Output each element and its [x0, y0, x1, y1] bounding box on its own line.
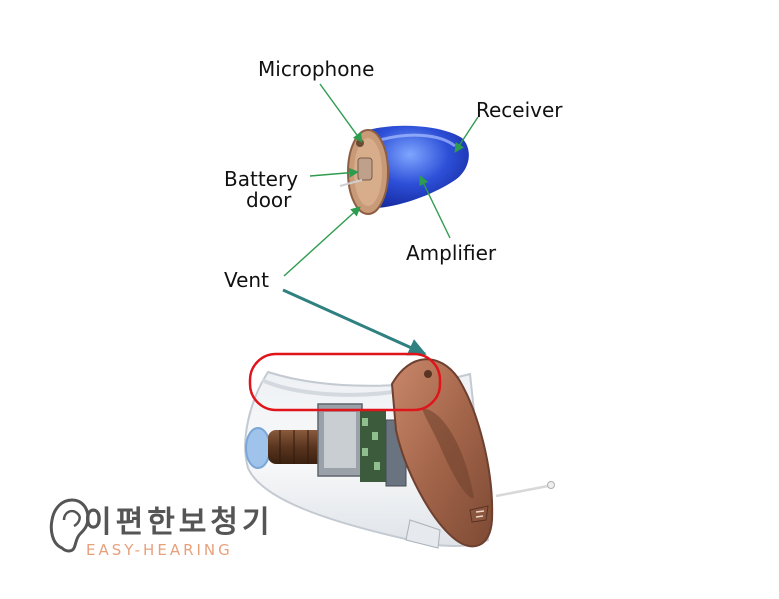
- pointer-lines: [282, 83, 479, 356]
- label-microphone: Microphone: [258, 57, 374, 81]
- label-battery-door-line1: Battery: [224, 167, 298, 191]
- microphone-pointer: [319, 83, 363, 143]
- receiver-pointer: [454, 116, 479, 153]
- blue-hearing-aid: [339, 125, 469, 215]
- cutaway-hearing-aid: [244, 352, 555, 549]
- vent-pointer-bottom: [282, 288, 427, 356]
- brand-logo: 이편한보청기 EASY-HEARING: [49, 498, 274, 559]
- logo-english-text: EASY-HEARING: [86, 541, 233, 559]
- vent-highlight: [248, 352, 442, 412]
- label-amplifier: Amplifier: [406, 241, 497, 265]
- vent-pointer-top: [283, 206, 361, 277]
- label-vent: Vent: [224, 268, 269, 292]
- label-battery-door-line2: door: [246, 188, 292, 212]
- logo-korean-text: 이편한보청기: [84, 505, 274, 540]
- label-receiver: Receiver: [476, 98, 563, 122]
- ear-icon: [49, 498, 90, 553]
- amplifier-pointer: [419, 175, 451, 239]
- battery-door-pointer: [309, 167, 359, 178]
